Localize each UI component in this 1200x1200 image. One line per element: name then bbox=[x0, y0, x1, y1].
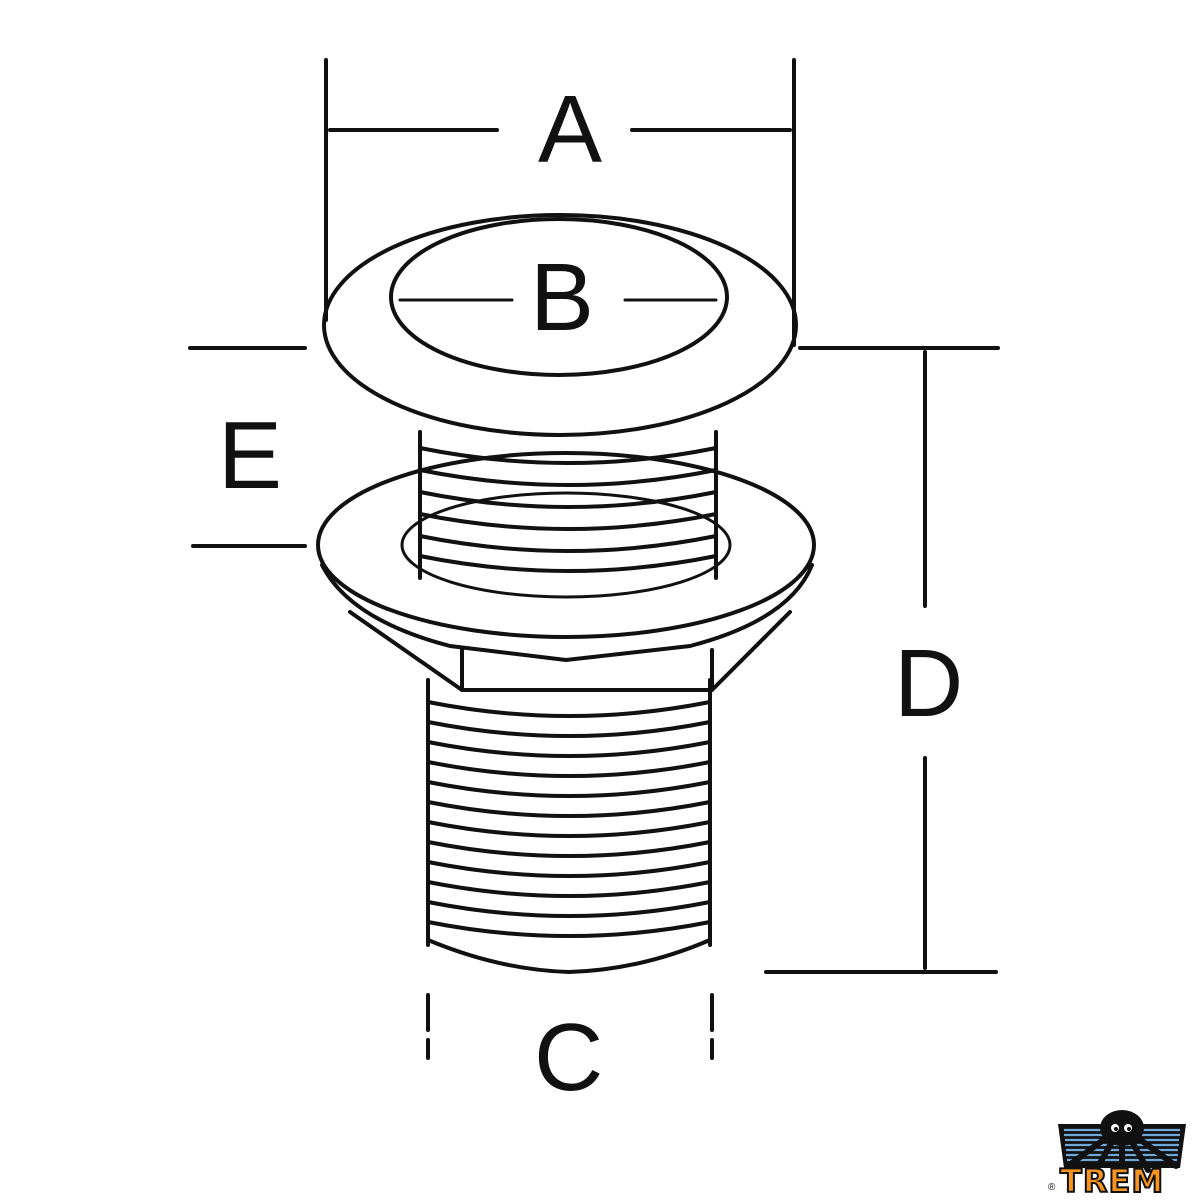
dimension-label-d: D bbox=[894, 630, 964, 737]
nut-hex bbox=[348, 610, 792, 692]
dimension-label-e: E bbox=[218, 402, 283, 509]
thread-end bbox=[426, 938, 712, 974]
dimension-label-c: C bbox=[534, 1004, 604, 1111]
registered-mark: ® bbox=[1048, 1182, 1056, 1193]
head-inner-bore bbox=[389, 217, 729, 377]
dimension-label-b: B bbox=[530, 244, 595, 351]
nut-inner bbox=[400, 491, 732, 599]
trem-logo: TREM ® bbox=[1048, 1106, 1196, 1200]
nut-flange bbox=[316, 451, 816, 639]
dimension-label-a: A bbox=[538, 76, 603, 183]
head-outer bbox=[322, 213, 798, 437]
octopus-icon bbox=[1058, 1110, 1186, 1173]
nut-lower-rim bbox=[320, 563, 814, 662]
logo-text: TREM bbox=[1059, 1161, 1165, 1200]
